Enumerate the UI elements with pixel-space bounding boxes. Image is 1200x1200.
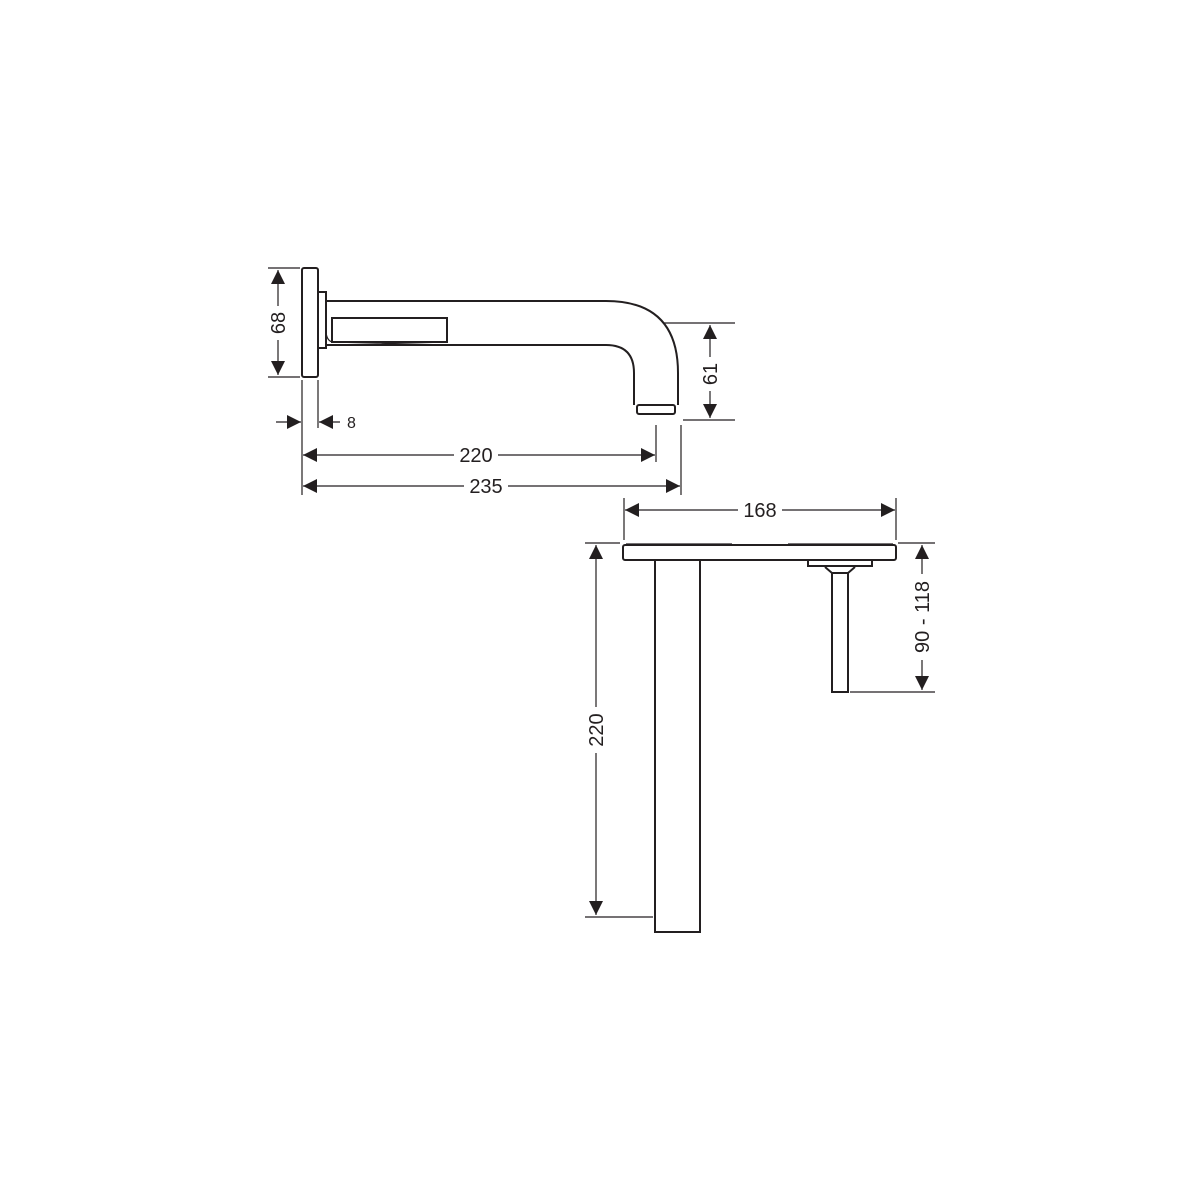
dim-label-220-side: 220: [459, 445, 492, 467]
dim-label-68: 68: [268, 312, 290, 334]
dim-label-168: 168: [743, 500, 776, 522]
dim-label-61: 61: [700, 363, 722, 385]
spout-body: [326, 300, 679, 405]
lever-taper: [325, 329, 448, 346]
dim-spout-height: 61: [663, 322, 735, 421]
wall-plate: [301, 267, 319, 378]
dim-label-90-118: 90 - 118: [912, 581, 934, 653]
dim-label-8: 8: [347, 415, 356, 432]
dim-label-235: 235: [469, 476, 502, 498]
dim-plate-height: 68: [268, 267, 300, 378]
top-view: 168 220 90 - 118: [585, 498, 935, 933]
dim-spout-length: 220: [585, 542, 653, 918]
dim-label-220-top: 220: [586, 713, 608, 746]
dim-overall-projection: 235: [303, 475, 680, 498]
spout-column: [654, 560, 701, 933]
handle: [807, 560, 873, 693]
side-view: 68 61 8 220 235: [268, 267, 735, 498]
dim-spout-projection: 220: [303, 444, 655, 467]
plate-flange: [317, 291, 327, 349]
lever: [331, 317, 448, 343]
spout-nozzle: [636, 404, 676, 415]
cover-plate: [622, 544, 897, 561]
dim-plate-thickness: 8: [276, 380, 682, 495]
dim-handle-depth: 90 - 118: [850, 542, 935, 693]
dim-plate-width: 168: [623, 498, 897, 540]
